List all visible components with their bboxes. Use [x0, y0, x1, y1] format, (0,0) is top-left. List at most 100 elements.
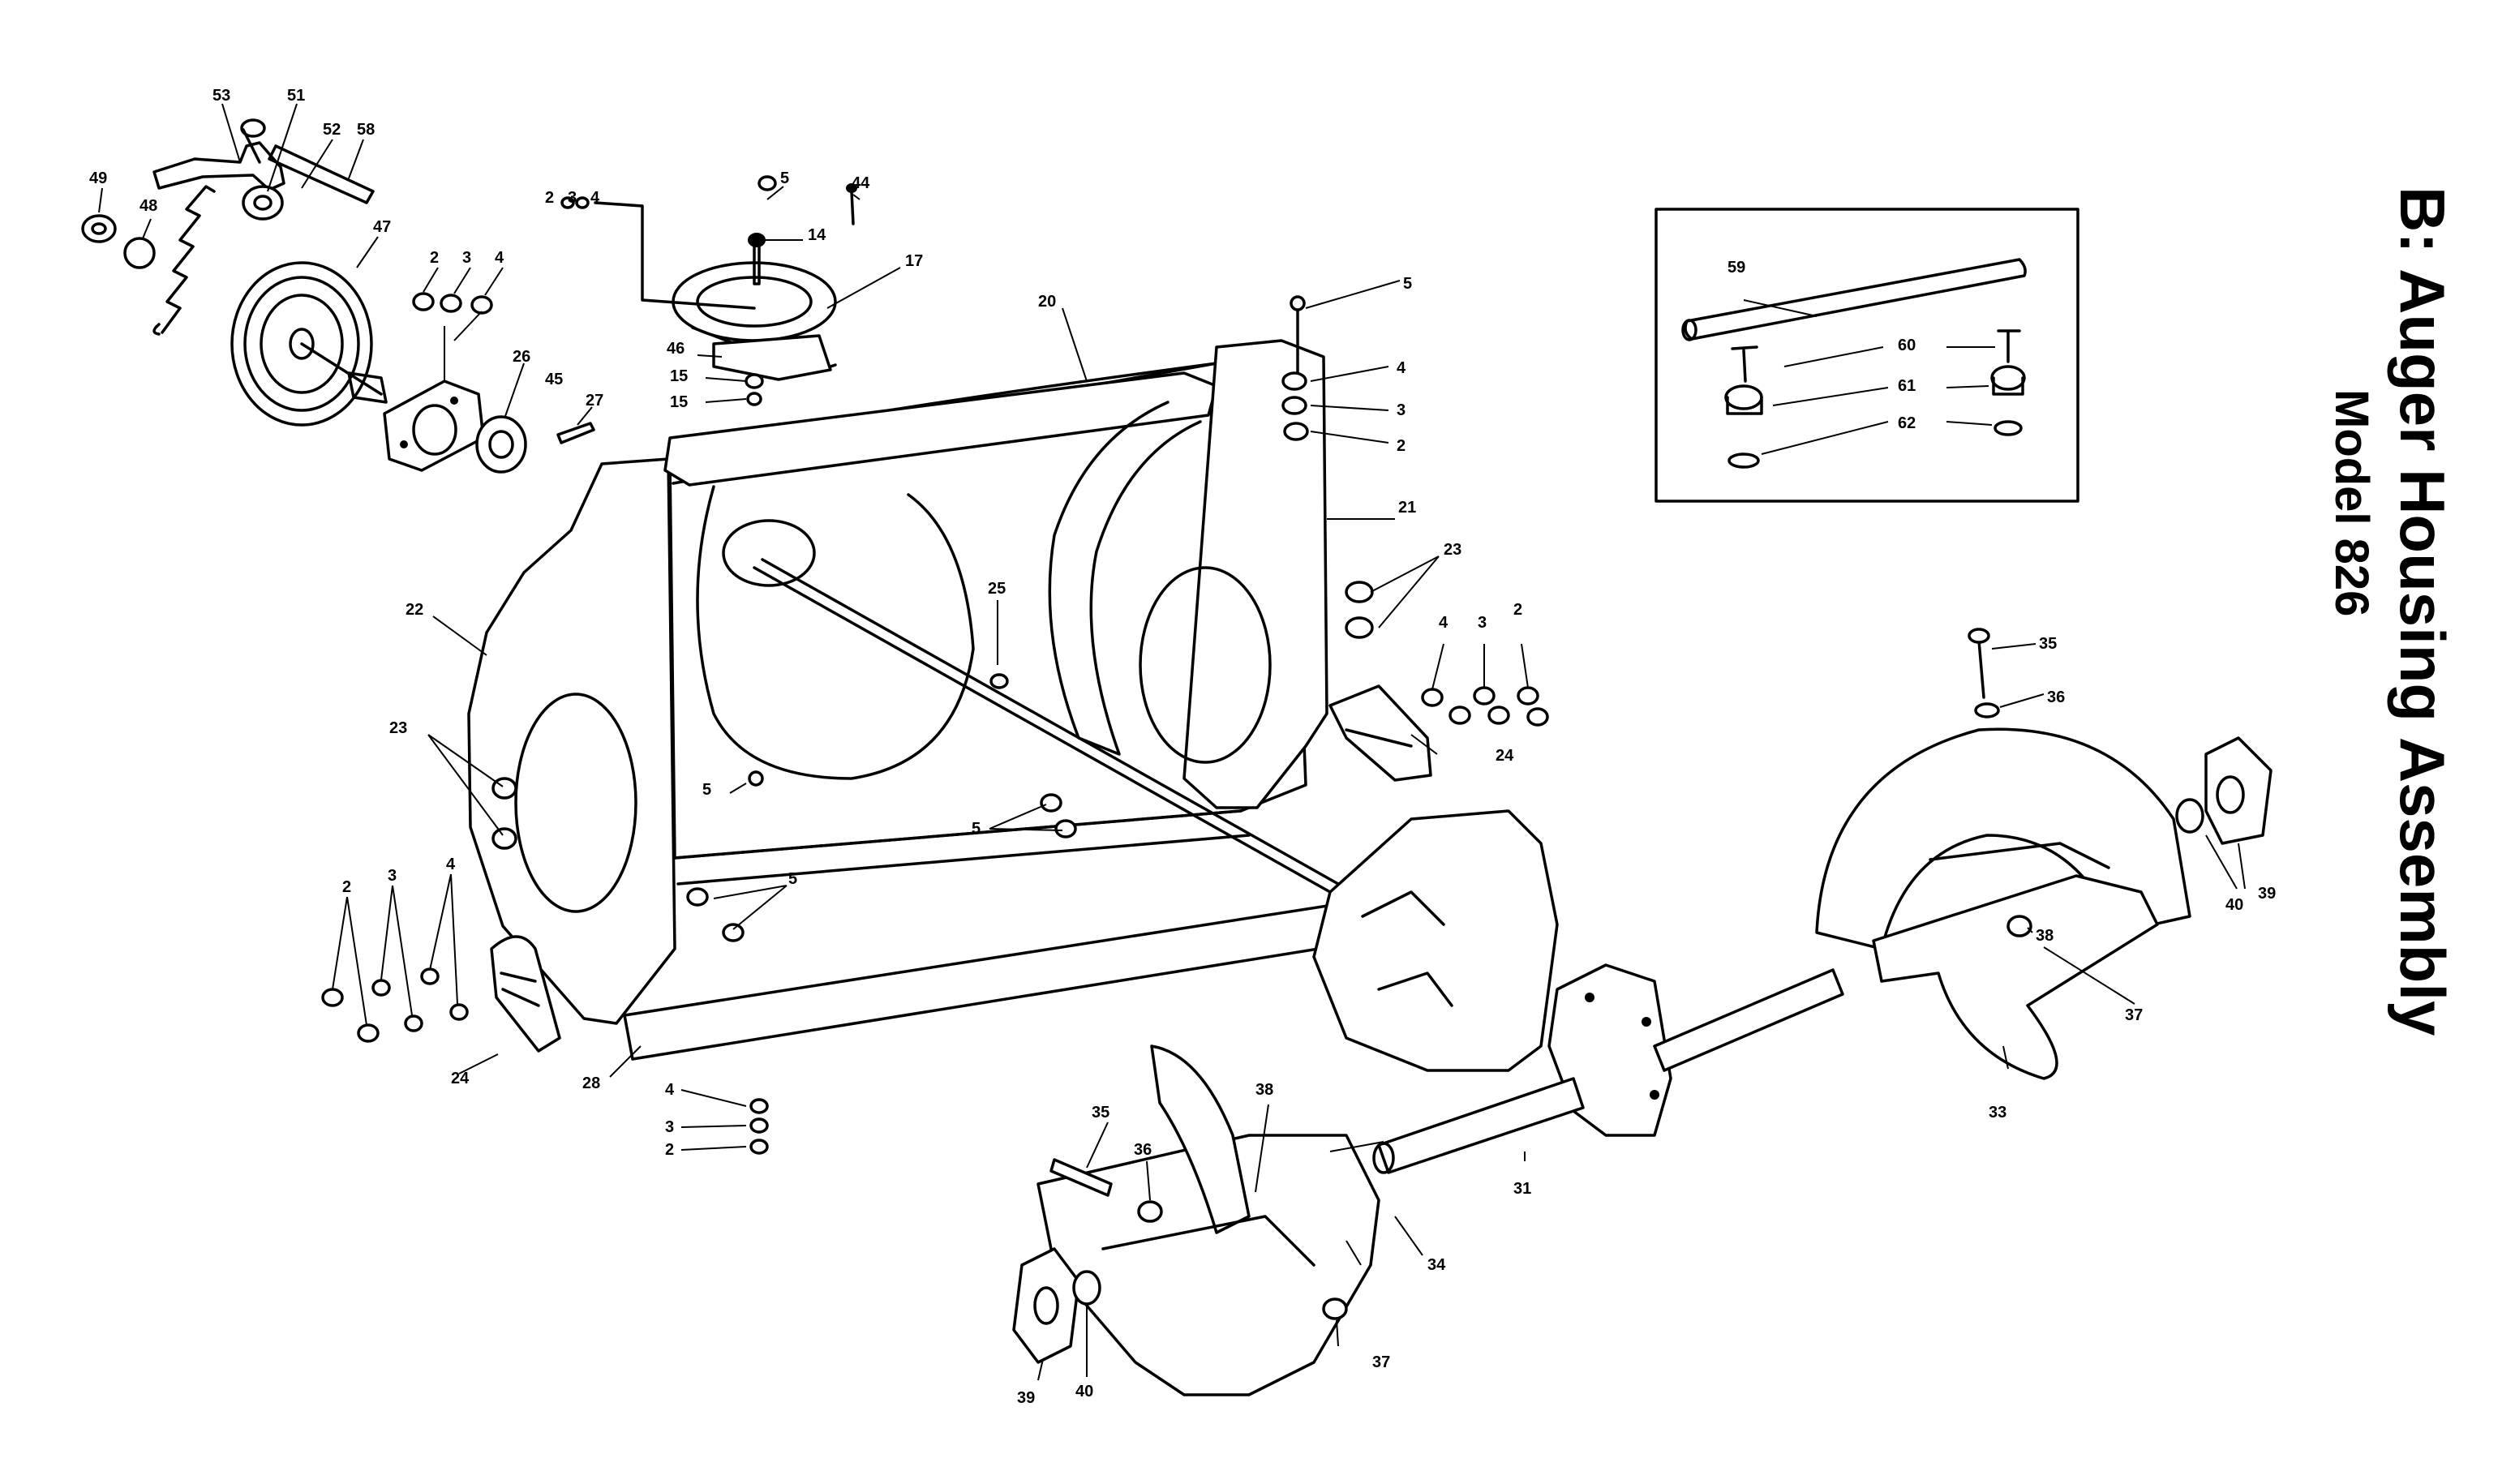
auger-left-34	[1036, 1044, 1380, 1396]
callout-15-a: 15	[670, 367, 688, 385]
callout-3-f: 3	[665, 1118, 674, 1136]
nut-49	[81, 214, 117, 243]
callout-47: 47	[373, 218, 391, 236]
chute-plate-46	[712, 334, 832, 381]
callout-40-b: 40	[1075, 1383, 1093, 1400]
callout-2-c: 2	[1397, 437, 1406, 455]
callout-38-b: 38	[1255, 1081, 1273, 1099]
callout-39-a: 39	[2258, 885, 2276, 903]
auger-tube-31	[1372, 1077, 1585, 1174]
bearing-45	[475, 415, 527, 474]
callout-35-a: 35	[2039, 635, 2057, 653]
hw-5-bottom	[686, 673, 1077, 942]
diagram-title: B: Auger Housing Assembly	[2387, 187, 2458, 1036]
callout-4-d: 4	[1439, 614, 1448, 632]
callout-21: 21	[1398, 499, 1416, 517]
callout-3-a: 3	[462, 249, 471, 267]
callout-5-d: 5	[972, 820, 981, 838]
callout-25: 25	[988, 580, 1006, 598]
auger-housing	[467, 339, 1328, 1025]
callout-27: 27	[586, 392, 603, 410]
callout-51: 51	[287, 87, 305, 105]
hw-2-3-4-bottom-center	[749, 1098, 769, 1155]
skid-shoe-24-right	[1328, 684, 1432, 782]
callout-28: 28	[582, 1074, 600, 1092]
bearing-39-right	[2204, 736, 2273, 845]
spring-48	[152, 185, 216, 336]
callout-20: 20	[1038, 293, 1056, 311]
callout-5-e: 5	[788, 870, 797, 888]
idler-arm-53	[152, 118, 285, 191]
washer-40-right	[2175, 798, 2204, 834]
callout-36-a: 36	[2047, 688, 2065, 706]
side-plate-21	[1182, 339, 1328, 809]
nut-5-top	[758, 175, 777, 191]
callout-24-a: 24	[1496, 747, 1514, 765]
callout-2-d: 2	[1513, 601, 1522, 619]
callout-37-a: 37	[2125, 1006, 2143, 1024]
washer-48	[123, 237, 156, 269]
hw-15	[745, 373, 764, 406]
callout-22: 22	[406, 601, 423, 619]
shear-bolt-right	[1990, 329, 2026, 436]
hw-2-3-4-right	[1421, 686, 1549, 727]
callout-3-d: 3	[1478, 614, 1487, 632]
callout-14: 14	[808, 226, 826, 244]
key-27	[556, 422, 595, 444]
callout-52: 52	[323, 121, 341, 139]
callout-5-a: 5	[780, 169, 789, 187]
callout-46: 46	[667, 340, 685, 358]
callout-26: 26	[513, 348, 530, 366]
callout-40-a: 40	[2225, 896, 2243, 914]
callout-48: 48	[139, 197, 157, 215]
callout-60: 60	[1898, 337, 1916, 354]
callout-35-b: 35	[1092, 1104, 1109, 1122]
callout-23-b: 23	[389, 719, 407, 737]
callout-2-b: 2	[545, 189, 554, 207]
bolt-35-left	[1049, 1158, 1113, 1197]
callout-39-b: 39	[1017, 1389, 1035, 1407]
rod-59	[1681, 258, 2027, 341]
callout-2-e: 2	[342, 878, 351, 896]
auger-right-33	[1815, 727, 2191, 1080]
callout-61: 61	[1898, 377, 1916, 395]
nut-37-left	[1322, 1297, 1348, 1320]
callout-33: 33	[1989, 1104, 2006, 1122]
auger-tube-right	[1653, 968, 1844, 1072]
callout-3-e: 3	[388, 867, 397, 885]
callout-58: 58	[357, 121, 375, 139]
callout-36-b: 36	[1134, 1141, 1152, 1159]
callout-45: 45	[545, 371, 563, 388]
callout-44: 44	[852, 174, 870, 192]
callout-38-a: 38	[2036, 927, 2054, 945]
diagram-title-block: B: Auger Housing Assembly Model 826	[2325, 187, 2458, 1036]
callout-4-a: 4	[495, 249, 504, 267]
callout-23-a: 23	[1444, 541, 1461, 559]
callout-5-b: 5	[1403, 275, 1412, 293]
callout-4-e: 4	[446, 856, 456, 873]
callout-59: 59	[1727, 259, 1745, 277]
inset-box	[1654, 208, 2079, 503]
callout-17: 17	[905, 252, 923, 270]
hw-2-3-4-top-center	[560, 196, 756, 310]
callout-31: 31	[1513, 1180, 1531, 1198]
gearbox-fan	[1312, 809, 1559, 1072]
callout-2-a: 2	[430, 249, 439, 267]
nut-36-left	[1137, 1200, 1163, 1223]
callout-37-b: 37	[1372, 1353, 1390, 1371]
callout-labels: 53 51 52 58 49 48 47 2 3 4 26 45 27 2 3 …	[89, 87, 2276, 1407]
skid-shoe-24-left	[490, 935, 561, 1053]
callout-5-c: 5	[702, 781, 711, 799]
callout-4-c: 4	[1397, 359, 1406, 377]
pulley-47	[230, 261, 388, 427]
callout-24-b: 24	[451, 1070, 470, 1087]
callout-15-b: 15	[670, 393, 688, 411]
callout-49: 49	[89, 169, 107, 187]
callout-3-c: 3	[1397, 401, 1406, 419]
callout-62: 62	[1898, 414, 1916, 432]
callout-3-b: 3	[568, 189, 577, 207]
side-plate-22	[467, 457, 676, 1025]
hw-2-3-4-top-left	[412, 292, 493, 315]
callout-53: 53	[212, 87, 230, 105]
hw-right-top	[1281, 295, 1309, 441]
